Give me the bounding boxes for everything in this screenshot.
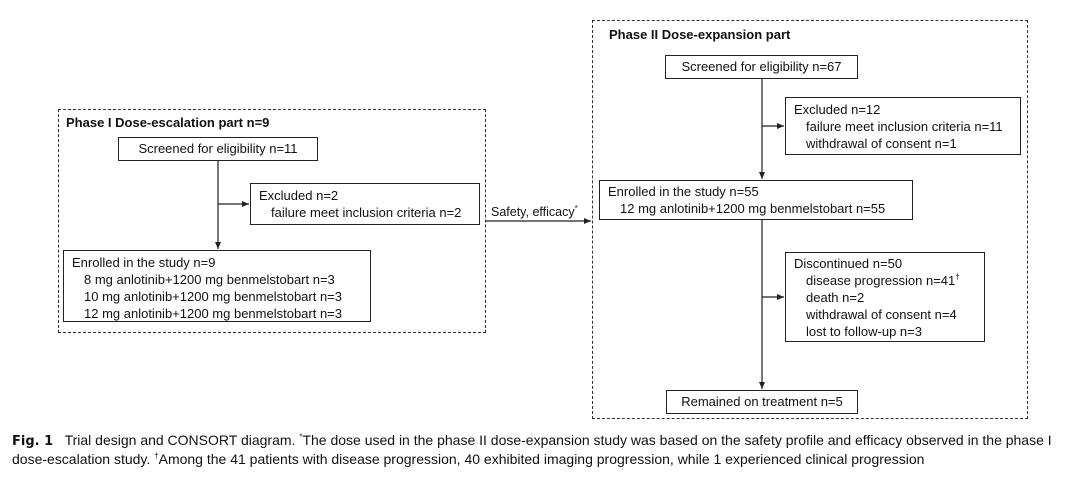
phase2-excluded-box: Excluded n=12 failure meet inclusion cri… — [785, 97, 1021, 155]
phase2-container — [592, 20, 1028, 419]
phase1-enrolled-item: 8 mg anlotinib+1200 mg benmelstobart n=3 — [84, 272, 335, 287]
phase1-excluded-item: failure meet inclusion criteria n=2 — [271, 205, 462, 220]
caption-title: Trial design and CONSORT diagram. — [64, 432, 296, 448]
dose-footnote-mark: * — [574, 203, 578, 213]
phase1-excluded-title: Excluded n=2 — [259, 188, 339, 203]
phase2-enrolled-item: 12 mg anlotinib+1200 mg benmelstobart n=… — [620, 201, 886, 216]
figure-caption: Fig. 1 Trial design and CONSORT diagram.… — [12, 432, 1072, 467]
phase2-excluded-item: withdrawal of consent n=1 — [806, 136, 957, 151]
phase1-container — [58, 109, 486, 333]
phase2-remained-box: Remained on treatment n=5 — [666, 390, 858, 414]
phase1-enrolled-item: 12 mg anlotinib+1200 mg benmelstobart n=… — [84, 306, 343, 321]
caption-fig-label: Fig. 1 — [12, 434, 54, 449]
caption-note2: Among the 41 patients with disease progr… — [158, 450, 925, 467]
phase1-title: Phase I Dose-escalation part n=9 — [66, 115, 270, 130]
progression-footnote-mark: † — [955, 272, 960, 282]
phase1-enrolled-title: Enrolled in the study n=9 — [72, 255, 216, 270]
caption-star: * — [299, 432, 303, 442]
phase2-enrolled-title: Enrolled in the study n=55 — [608, 184, 759, 199]
connector-text: Safety, efficacy — [491, 205, 575, 219]
phase2-discontinued-item: withdrawal of consent n=4 — [806, 307, 957, 322]
phase1-excluded-box: Excluded n=2 failure meet inclusion crit… — [250, 183, 480, 225]
connector-label: Safety, efficacy* — [491, 203, 578, 219]
caption-dagger: † — [154, 450, 159, 460]
phase2-discontinued-title: Discontinued n=50 — [794, 256, 903, 271]
phase2-discontinued-item: death n=2 — [806, 290, 865, 305]
phase2-excluded-title: Excluded n=12 — [794, 102, 881, 117]
caption-note1: The dose used in the phase II dose-expan… — [12, 432, 1052, 467]
phase1-screened-box: Screened for eligibility n=11 — [118, 137, 318, 161]
phase1-screened-text: Screened for eligibility n=11 — [138, 141, 298, 156]
phase2-discontinued-item: lost to follow-up n=3 — [806, 324, 922, 339]
phase2-remained-text: Remained on treatment n=5 — [681, 394, 843, 409]
phase2-discontinued-box: Discontinued n=50 disease progression n=… — [785, 252, 985, 342]
phase1-enrolled-item: 10 mg anlotinib+1200 mg benmelstobart n=… — [84, 289, 343, 304]
phase2-discontinued-item: disease progression n=41† — [794, 272, 976, 289]
phase2-excluded-item: failure meet inclusion criteria n=11 — [806, 119, 1003, 134]
phase2-screened-box: Screened for eligibility n=67 — [665, 55, 858, 79]
phase2-screened-text: Screened for eligibility n=67 — [681, 59, 842, 74]
progression-text: disease progression n=41 — [806, 273, 956, 288]
phase2-enrolled-box: Enrolled in the study n=55 12 mg anlotin… — [599, 180, 913, 220]
phase1-enrolled-box: Enrolled in the study n=9 8 mg anlotinib… — [63, 250, 371, 322]
phase2-title: Phase II Dose-expansion part — [609, 27, 791, 42]
